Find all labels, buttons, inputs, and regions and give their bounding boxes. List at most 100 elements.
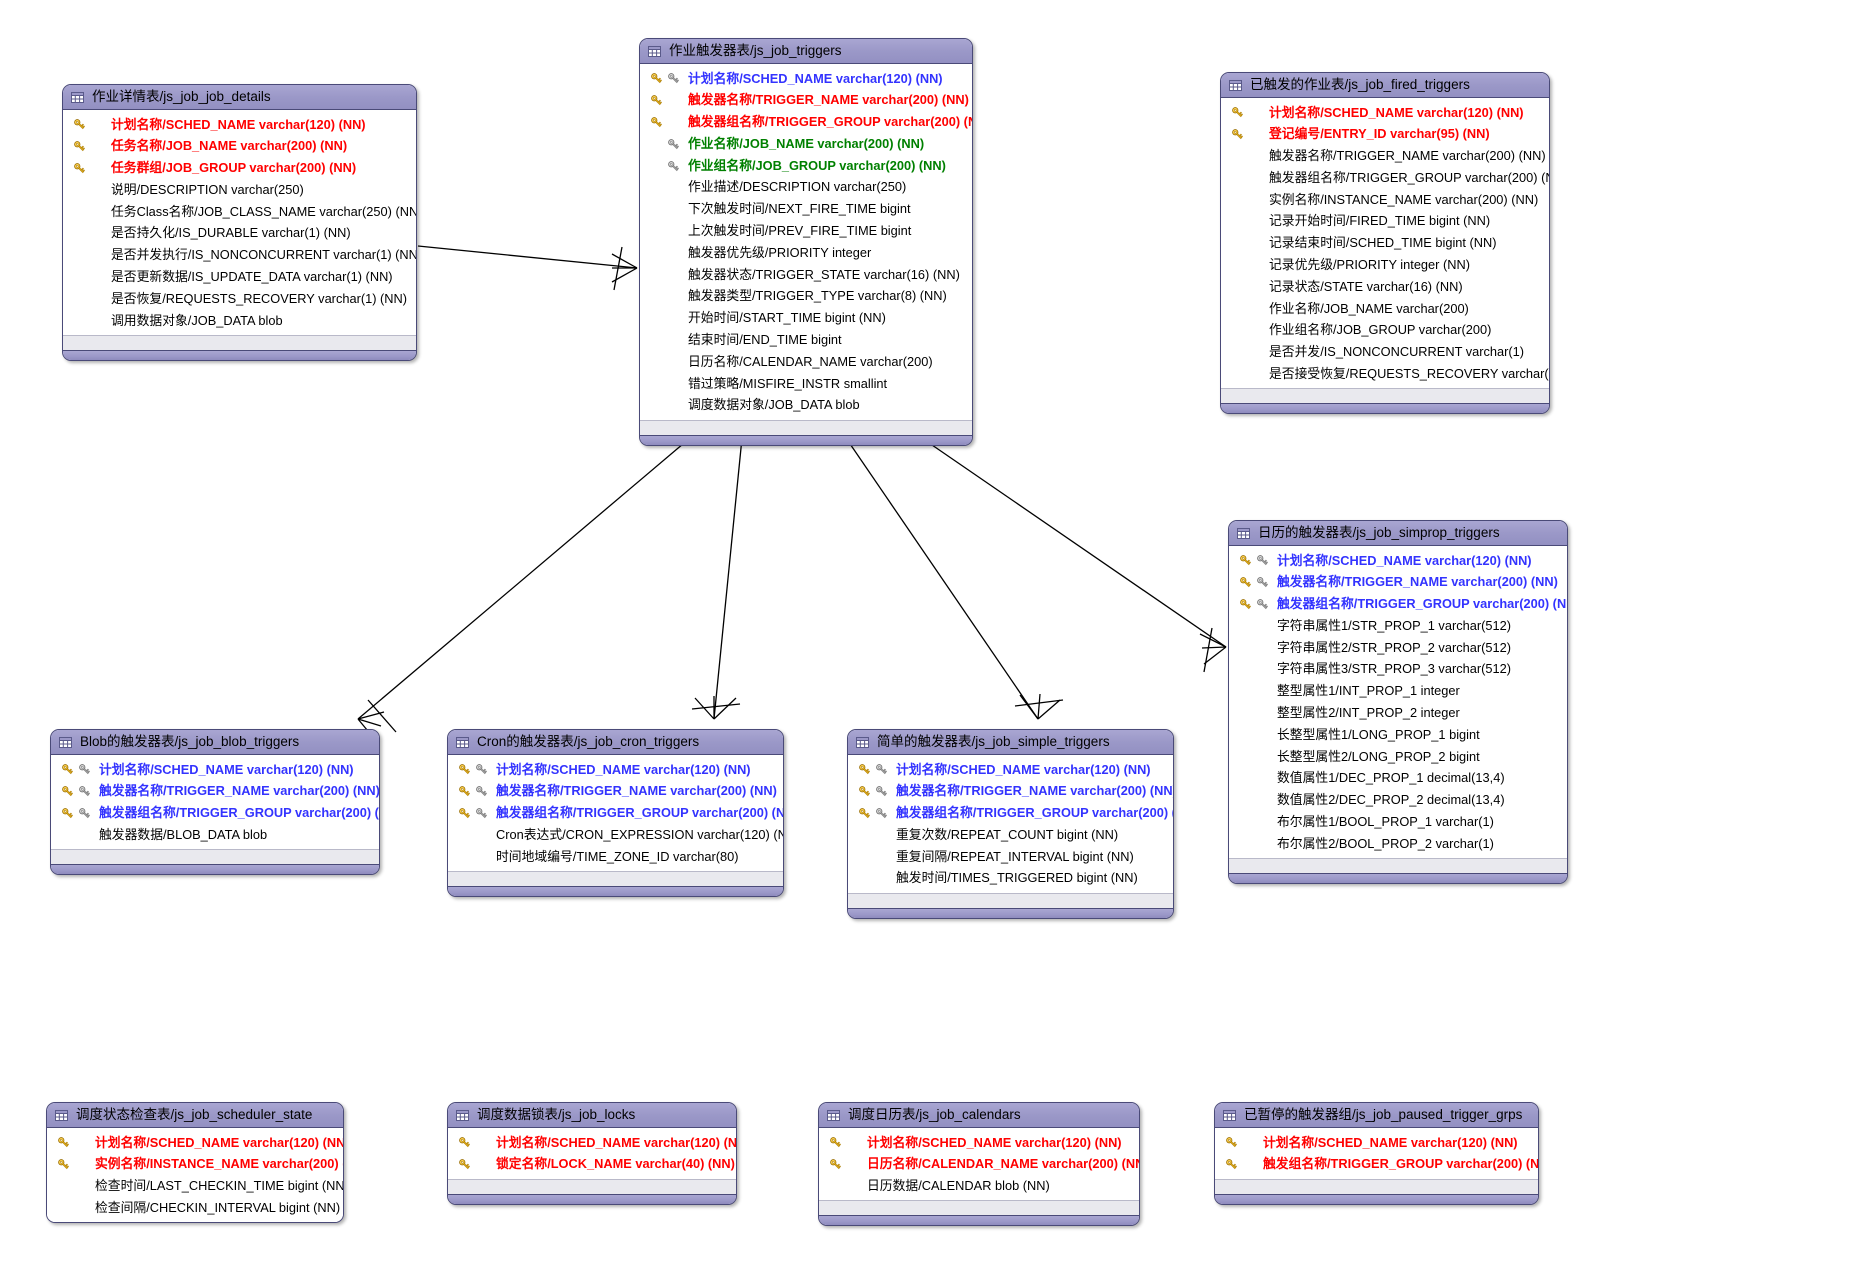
field-row[interactable]: 触发器数据/BLOB_DATA blob	[51, 824, 379, 846]
field-row[interactable]: 触发器组名称/TRIGGER_GROUP varchar(200) (NN)	[448, 803, 783, 825]
field-row[interactable]: 字符串属性2/STR_PROP_2 varchar(512)	[1229, 637, 1567, 659]
field-row[interactable]: 实例名称/INSTANCE_NAME varchar(200) (NN)	[47, 1154, 343, 1176]
entity-header-job_details[interactable]: 作业详情表/js_job_job_details	[63, 85, 416, 110]
field-row[interactable]: 触发器组名称/TRIGGER_GROUP varchar(200) (NN)	[640, 112, 972, 134]
field-row[interactable]: 计划名称/SCHED_NAME varchar(120) (NN)	[848, 759, 1173, 781]
field-row[interactable]: 计划名称/SCHED_NAME varchar(120) (NN)	[1221, 102, 1549, 124]
field-row[interactable]: 触发器名称/TRIGGER_NAME varchar(200) (NN)	[448, 781, 783, 803]
field-row[interactable]: 布尔属性2/BOOL_PROP_2 varchar(1)	[1229, 833, 1567, 855]
entity-job_triggers[interactable]: 作业触发器表/js_job_triggers 计划名称/SCHED_NAME v…	[639, 38, 973, 446]
field-row[interactable]: 调用数据对象/JOB_DATA blob	[63, 310, 416, 332]
field-row[interactable]: 结束时间/END_TIME bigint	[640, 330, 972, 352]
entity-header-locks[interactable]: 调度数据锁表/js_job_locks	[448, 1103, 736, 1128]
field-row[interactable]: 触发器名称/TRIGGER_NAME varchar(200) (NN)	[1221, 146, 1549, 168]
field-row[interactable]: 触发器名称/TRIGGER_NAME varchar(200) (NN)	[640, 90, 972, 112]
field-row[interactable]: 整型属性2/INT_PROP_2 integer	[1229, 703, 1567, 725]
field-row[interactable]: 触发器类型/TRIGGER_TYPE varchar(8) (NN)	[640, 286, 972, 308]
field-row[interactable]: 检查间隔/CHECKIN_INTERVAL bigint (NN)	[47, 1197, 343, 1219]
entity-header-paused_trigger_grps[interactable]: 已暂停的触发器组/js_job_paused_trigger_grps	[1215, 1103, 1538, 1128]
field-row[interactable]: 任务Class名称/JOB_CLASS_NAME varchar(250) (N…	[63, 201, 416, 223]
field-row[interactable]: 锁定名称/LOCK_NAME varchar(40) (NN)	[448, 1154, 736, 1176]
field-row[interactable]: 触发器组名称/TRIGGER_GROUP varchar(200) (NN)	[1221, 167, 1549, 189]
field-row[interactable]: 触发器名称/TRIGGER_NAME varchar(200) (NN)	[1229, 572, 1567, 594]
field-row[interactable]: 作业描述/DESCRIPTION varchar(250)	[640, 177, 972, 199]
field-row[interactable]: 记录优先级/PRIORITY integer (NN)	[1221, 255, 1549, 277]
entity-header-fired_triggers[interactable]: 已触发的作业表/js_job_fired_triggers	[1221, 73, 1549, 98]
field-row[interactable]: 记录状态/STATE varchar(16) (NN)	[1221, 276, 1549, 298]
entity-header-cron_triggers[interactable]: Cron的触发器表/js_job_cron_triggers	[448, 730, 783, 755]
field-row[interactable]: 计划名称/SCHED_NAME varchar(120) (NN)	[63, 114, 416, 136]
field-row[interactable]: 上次触发时间/PREV_FIRE_TIME bigint	[640, 221, 972, 243]
entity-header-calendars[interactable]: 调度日历表/js_job_calendars	[819, 1103, 1139, 1128]
field-row[interactable]: 触发时间/TIMES_TRIGGERED bigint (NN)	[848, 868, 1173, 890]
field-row[interactable]: 任务名称/JOB_NAME varchar(200) (NN)	[63, 136, 416, 158]
field-row[interactable]: 触发器状态/TRIGGER_STATE varchar(16) (NN)	[640, 264, 972, 286]
field-row[interactable]: 是否更新数据/IS_UPDATE_DATA varchar(1) (NN)	[63, 267, 416, 289]
field-row[interactable]: 重复次数/REPEAT_COUNT bigint (NN)	[848, 824, 1173, 846]
field-row[interactable]: 日历数据/CALENDAR blob (NN)	[819, 1176, 1139, 1198]
field-row[interactable]: 是否接受恢复/REQUESTS_RECOVERY varchar(1)	[1221, 364, 1549, 386]
field-row[interactable]: 触发器优先级/PRIORITY integer	[640, 242, 972, 264]
field-row[interactable]: 日历名称/CALENDAR_NAME varchar(200)	[640, 351, 972, 373]
field-row[interactable]: 登记编号/ENTRY_ID varchar(95) (NN)	[1221, 124, 1549, 146]
entity-header-job_triggers[interactable]: 作业触发器表/js_job_triggers	[640, 39, 972, 64]
field-row[interactable]: 说明/DESCRIPTION varchar(250)	[63, 179, 416, 201]
field-row[interactable]: 长整型属性1/LONG_PROP_1 bigint	[1229, 724, 1567, 746]
field-row[interactable]: 字符串属性1/STR_PROP_1 varchar(512)	[1229, 615, 1567, 637]
field-row[interactable]: 是否恢复/REQUESTS_RECOVERY varchar(1) (NN)	[63, 288, 416, 310]
entity-calendars[interactable]: 调度日历表/js_job_calendars 计划名称/SCHED_NAME v…	[818, 1102, 1140, 1227]
field-row[interactable]: 作业组名称/JOB_GROUP varchar(200) (NN)	[640, 155, 972, 177]
field-row[interactable]: 检查时间/LAST_CHECKIN_TIME bigint (NN)	[47, 1176, 343, 1198]
field-row[interactable]: 触发器组名称/TRIGGER_GROUP varchar(200) (NN)	[51, 803, 379, 825]
field-row[interactable]: 日历名称/CALENDAR_NAME varchar(200) (NN)	[819, 1154, 1139, 1176]
field-row[interactable]: 计划名称/SCHED_NAME varchar(120) (NN)	[448, 1132, 736, 1154]
entity-scheduler_state[interactable]: 调度状态检查表/js_job_scheduler_state 计划名称/SCHE…	[46, 1102, 344, 1224]
field-row[interactable]: 重复间隔/REPEAT_INTERVAL bigint (NN)	[848, 846, 1173, 868]
entity-fired_triggers[interactable]: 已触发的作业表/js_job_fired_triggers 计划名称/SCHED…	[1220, 72, 1550, 415]
field-row[interactable]: 记录开始时间/FIRED_TIME bigint (NN)	[1221, 211, 1549, 233]
entity-simple_triggers[interactable]: 简单的触发器表/js_job_simple_triggers 计划名称/SCHE…	[847, 729, 1174, 919]
field-row[interactable]: 是否持久化/IS_DURABLE varchar(1) (NN)	[63, 223, 416, 245]
field-row[interactable]: 计划名称/SCHED_NAME varchar(120) (NN)	[1229, 550, 1567, 572]
field-row[interactable]: Cron表达式/CRON_EXPRESSION varchar(120) (NN…	[448, 824, 783, 846]
field-row[interactable]: 计划名称/SCHED_NAME varchar(120) (NN)	[51, 759, 379, 781]
field-row[interactable]: 布尔属性1/BOOL_PROP_1 varchar(1)	[1229, 812, 1567, 834]
field-row[interactable]: 计划名称/SCHED_NAME varchar(120) (NN)	[640, 68, 972, 90]
entity-header-blob_triggers[interactable]: Blob的触发器表/js_job_blob_triggers	[51, 730, 379, 755]
entity-cron_triggers[interactable]: Cron的触发器表/js_job_cron_triggers 计划名称/SCHE…	[447, 729, 784, 897]
entity-simprop_triggers[interactable]: 日历的触发器表/js_job_simprop_triggers 计划名称/SCH…	[1228, 520, 1568, 885]
field-row[interactable]: 触发器名称/TRIGGER_NAME varchar(200) (NN)	[51, 781, 379, 803]
field-row[interactable]: 作业组名称/JOB_GROUP varchar(200)	[1221, 320, 1549, 342]
field-row[interactable]: 是否并发执行/IS_NONCONCURRENT varchar(1) (NN)	[63, 245, 416, 267]
entity-header-simple_triggers[interactable]: 简单的触发器表/js_job_simple_triggers	[848, 730, 1173, 755]
field-row[interactable]: 实例名称/INSTANCE_NAME varchar(200) (NN)	[1221, 189, 1549, 211]
field-row[interactable]: 是否并发/IS_NONCONCURRENT varchar(1)	[1221, 342, 1549, 364]
field-row[interactable]: 调度数据对象/JOB_DATA blob	[640, 395, 972, 417]
entity-header-simprop_triggers[interactable]: 日历的触发器表/js_job_simprop_triggers	[1229, 521, 1567, 546]
field-row[interactable]: 触发器组名称/TRIGGER_GROUP varchar(200) (NN)	[1229, 594, 1567, 616]
field-row[interactable]: 计划名称/SCHED_NAME varchar(120) (NN)	[819, 1132, 1139, 1154]
field-row[interactable]: 计划名称/SCHED_NAME varchar(120) (NN)	[448, 759, 783, 781]
field-row[interactable]: 任务群组/JOB_GROUP varchar(200) (NN)	[63, 158, 416, 180]
entity-paused_trigger_grps[interactable]: 已暂停的触发器组/js_job_paused_trigger_grps 计划名称…	[1214, 1102, 1539, 1205]
field-row[interactable]: 下次触发时间/NEXT_FIRE_TIME bigint	[640, 199, 972, 221]
entity-locks[interactable]: 调度数据锁表/js_job_locks 计划名称/SCHED_NAME varc…	[447, 1102, 737, 1205]
field-row[interactable]: 整型属性1/INT_PROP_1 integer	[1229, 681, 1567, 703]
field-row[interactable]: 记录结束时间/SCHED_TIME bigint (NN)	[1221, 233, 1549, 255]
field-row[interactable]: 数值属性2/DEC_PROP_2 decimal(13,4)	[1229, 790, 1567, 812]
field-row[interactable]: 错过策略/MISFIRE_INSTR smallint	[640, 373, 972, 395]
field-row[interactable]: 触发器组名称/TRIGGER_GROUP varchar(200) (NN)	[848, 803, 1173, 825]
field-row[interactable]: 作业名称/JOB_NAME varchar(200) (NN)	[640, 133, 972, 155]
field-row[interactable]: 触发组名称/TRIGGER_GROUP varchar(200) (NN)	[1215, 1154, 1538, 1176]
field-row[interactable]: 开始时间/START_TIME bigint (NN)	[640, 308, 972, 330]
entity-job_details[interactable]: 作业详情表/js_job_job_details 计划名称/SCHED_NAME…	[62, 84, 417, 361]
field-row[interactable]: 时间地域编号/TIME_ZONE_ID varchar(80)	[448, 846, 783, 868]
field-row[interactable]: 字符串属性3/STR_PROP_3 varchar(512)	[1229, 659, 1567, 681]
entity-blob_triggers[interactable]: Blob的触发器表/js_job_blob_triggers 计划名称/SCHE…	[50, 729, 380, 876]
field-row[interactable]: 数值属性1/DEC_PROP_1 decimal(13,4)	[1229, 768, 1567, 790]
field-row[interactable]: 计划名称/SCHED_NAME varchar(120) (NN)	[47, 1132, 343, 1154]
field-row[interactable]: 长整型属性2/LONG_PROP_2 bigint	[1229, 746, 1567, 768]
field-row[interactable]: 计划名称/SCHED_NAME varchar(120) (NN)	[1215, 1132, 1538, 1154]
field-row[interactable]: 作业名称/JOB_NAME varchar(200)	[1221, 298, 1549, 320]
field-row[interactable]: 触发器名称/TRIGGER_NAME varchar(200) (NN)	[848, 781, 1173, 803]
